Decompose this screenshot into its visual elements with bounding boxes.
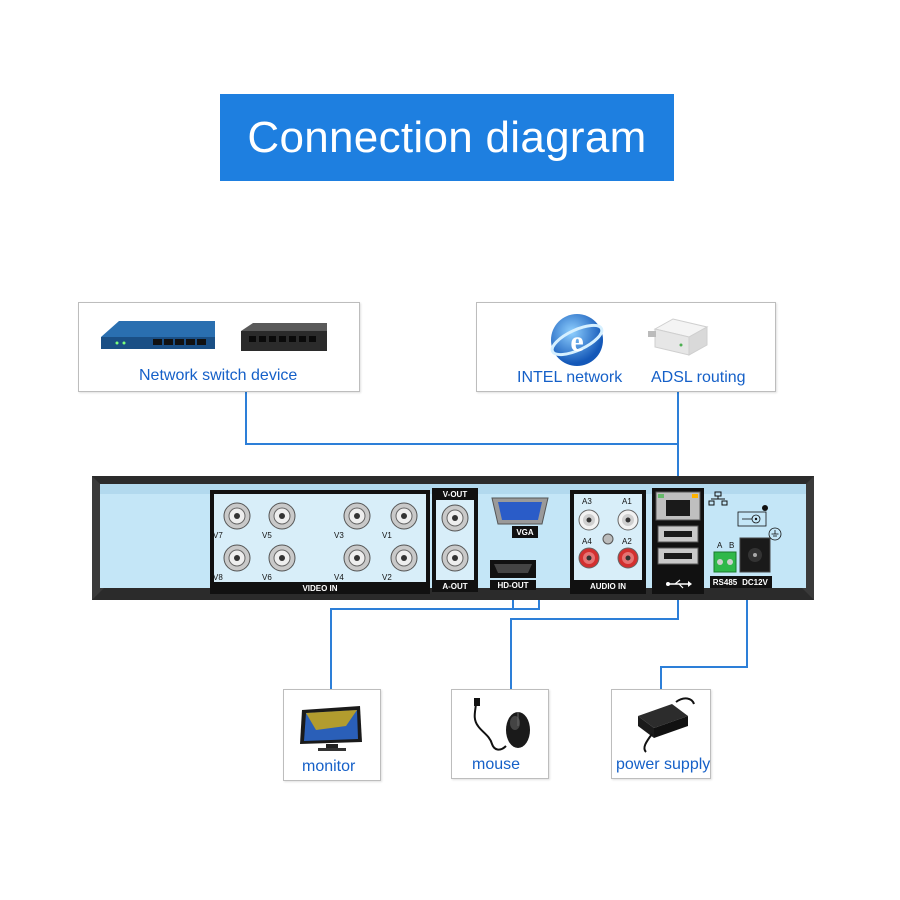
dvr-rear-panel: V7 V5 V3 V1 V8 V6 V4 V2 VIDEO IN V-OUT A… xyxy=(92,476,814,600)
router-image xyxy=(648,318,709,356)
network-switch-box: Network switch device xyxy=(78,302,360,392)
audio-rca-connectors xyxy=(578,509,639,569)
wire-hdmi-down xyxy=(512,590,514,610)
hdmi-label: HD-OUT xyxy=(497,581,528,590)
wire-switch-horizontal xyxy=(245,443,679,445)
channel-label-v2: V2 xyxy=(382,573,392,582)
v-out-label: V-OUT xyxy=(443,490,468,499)
mouse-icon xyxy=(473,698,530,751)
usb-ports xyxy=(657,525,699,565)
power-label: power supply xyxy=(616,756,711,773)
channel-label-v3: V3 xyxy=(334,531,344,540)
switch-image-small xyxy=(241,323,327,351)
wire-network-down xyxy=(677,390,679,490)
wire-mouse-down xyxy=(510,618,512,690)
a-out-connector xyxy=(441,544,469,572)
audio-label-a4: A4 xyxy=(582,537,592,546)
dc-jack xyxy=(739,537,771,573)
svg-text:e: e xyxy=(570,325,583,358)
mouse-box: mouse xyxy=(451,689,549,779)
video-in-connectors xyxy=(223,502,418,572)
screw-hole xyxy=(762,505,768,511)
channel-label-v8: V8 xyxy=(213,573,223,582)
monitor-box: monitor xyxy=(283,689,381,781)
dc-label: DC12V xyxy=(742,578,768,587)
monitor-label: monitor xyxy=(302,758,356,775)
audio-in-label: AUDIO IN xyxy=(590,582,626,591)
page-title: Connection diagram xyxy=(247,112,647,162)
hdmi-port xyxy=(490,560,536,590)
router-label: ADSL routing xyxy=(651,369,746,386)
network-router-box: e INTEL network ADSL routing xyxy=(476,302,776,392)
ground-icon xyxy=(768,527,782,541)
vga-label: VGA xyxy=(516,528,534,537)
rs485-pin-a: A xyxy=(717,541,723,550)
audio-label-a3: A3 xyxy=(582,497,592,506)
wire-power-horizontal xyxy=(660,666,748,668)
wire-usb-down xyxy=(677,585,679,620)
rs485-terminal xyxy=(713,551,737,573)
video-in-label: VIDEO IN xyxy=(302,584,337,593)
v-out-connector xyxy=(441,504,469,532)
audio-label-a2: A2 xyxy=(622,537,632,546)
audio-label-a1: A1 xyxy=(622,497,632,506)
channel-label-v1: V1 xyxy=(382,531,392,540)
network-icon xyxy=(708,491,728,506)
switch-image xyxy=(101,321,215,349)
internet-label: INTEL network xyxy=(517,369,623,386)
wire-monitor-down xyxy=(330,608,332,690)
channel-label-v6: V6 xyxy=(262,573,272,582)
vga-port xyxy=(491,497,549,538)
switch-label: Network switch device xyxy=(139,367,298,384)
channel-label-v4: V4 xyxy=(334,573,344,582)
wire-mouse-horizontal xyxy=(510,618,679,620)
wire-monitor-horizontal xyxy=(330,608,540,610)
channel-label-v5: V5 xyxy=(262,531,272,540)
mouse-label: mouse xyxy=(472,756,521,773)
lan-port xyxy=(655,491,701,521)
wire-switch-down xyxy=(245,392,247,445)
wire-power-down xyxy=(746,590,748,668)
rs485-pin-b: B xyxy=(729,541,734,550)
wire-power-drop xyxy=(660,666,662,690)
rs485-label: RS485 xyxy=(713,578,738,587)
a-out-label: A-OUT xyxy=(442,582,467,591)
title-banner: Connection diagram xyxy=(220,94,674,181)
usb-icon xyxy=(666,579,692,589)
power-supply-box: power supply xyxy=(611,689,711,779)
internet-globe-icon: e xyxy=(550,314,604,366)
channel-label-v7: V7 xyxy=(213,531,223,540)
power-adapter-icon xyxy=(638,697,695,753)
monitor-icon xyxy=(300,706,362,751)
polarity-icon xyxy=(737,511,767,527)
